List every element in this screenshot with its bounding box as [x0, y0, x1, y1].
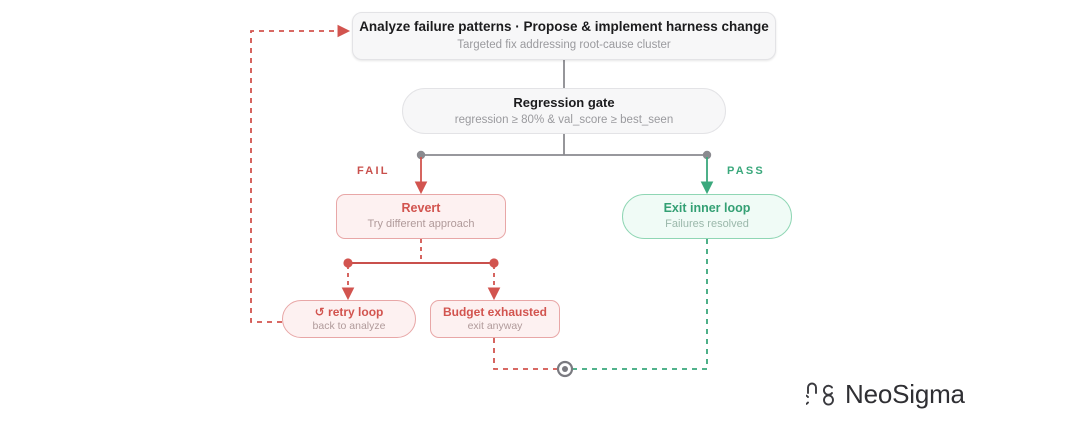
node-budget-subtitle: exit anyway — [467, 320, 523, 333]
split-dot-fail — [416, 150, 426, 160]
brand-name: NeoSigma — [845, 379, 965, 409]
node-retry-label: retry loop — [328, 304, 384, 319]
node-budget-title: Budget exhausted — [442, 304, 547, 319]
neosigma-mark-icon — [806, 382, 834, 406]
edge-budget-to-junction — [493, 338, 557, 370]
branch-label-pass: PASS — [727, 165, 765, 177]
retry-loop-icon: ↺ — [314, 304, 325, 319]
node-analyze-title: Analyze failure patterns · Propose & imp… — [359, 19, 769, 35]
node-analyze[interactable]: Analyze failure patterns · Propose & imp… — [352, 12, 776, 60]
node-gate-subtitle: regression ≥ 80% & val_score ≥ best_seen — [454, 113, 674, 126]
node-retry-loop[interactable]: ↺ retry loop back to analyze — [282, 300, 416, 338]
fan-dot-retry — [343, 258, 353, 268]
node-exit-subtitle: Failures resolved — [665, 218, 749, 231]
fan-dot-budget — [489, 258, 499, 268]
node-exit-inner-loop[interactable]: Exit inner loop Failures resolved — [622, 194, 792, 239]
node-retry-title: ↺ retry loop — [315, 305, 384, 319]
node-regression-gate[interactable]: Regression gate regression ≥ 80% & val_s… — [402, 88, 726, 134]
node-revert[interactable]: Revert Try different approach — [336, 194, 506, 239]
terminal-marker-core-icon — [562, 366, 568, 372]
node-retry-subtitle: back to analyze — [312, 320, 386, 333]
edge-exit-to-junction — [572, 239, 708, 370]
terminal-marker-icon — [556, 360, 574, 378]
brand-logo: NeoSigma — [806, 379, 965, 410]
node-gate-title: Regression gate — [513, 95, 615, 111]
node-revert-subtitle: Try different approach — [367, 218, 475, 231]
split-dot-pass — [702, 150, 712, 160]
node-revert-title: Revert — [401, 201, 441, 216]
node-budget-exhausted[interactable]: Budget exhausted exit anyway — [430, 300, 560, 338]
node-analyze-subtitle: Targeted fix addressing root-cause clust… — [457, 39, 671, 52]
edge-retry-to-analyze — [250, 24, 351, 323]
branch-label-fail: FAIL — [357, 165, 390, 177]
node-exit-title: Exit inner loop — [663, 201, 751, 216]
